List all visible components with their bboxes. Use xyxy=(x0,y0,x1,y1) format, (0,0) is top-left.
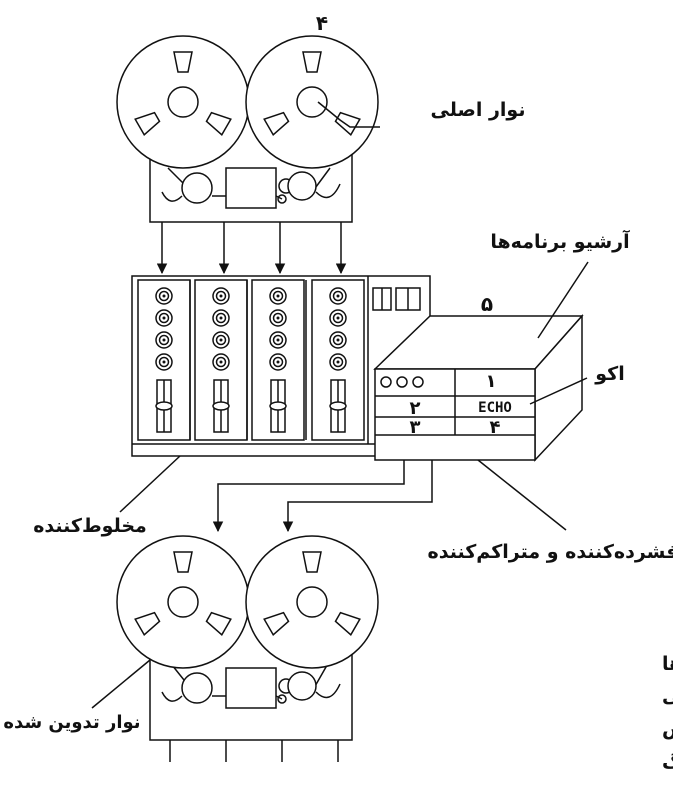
original-tape-deck xyxy=(116,35,379,223)
echo-leader xyxy=(529,377,588,405)
reel-right-icon-bottom xyxy=(245,535,379,669)
reel-left-icon xyxy=(116,35,250,169)
box-to-deck-arrows xyxy=(212,460,433,533)
echo-cell: ECHO xyxy=(478,400,512,416)
unit-cell-2: ۲ xyxy=(410,398,421,419)
top-number: ۴ xyxy=(316,11,328,35)
archive-leader xyxy=(537,261,589,339)
reel-right-icon xyxy=(245,35,379,169)
legend-item-3: ۳ــ فایل سخنرانی در مجالس xyxy=(662,718,673,740)
unit-cell-1: ۱ xyxy=(486,371,497,392)
legend-item-2: ۲ــ آگهی و تبلیغات بازرگانی xyxy=(662,683,673,707)
tape-head-bottom xyxy=(225,667,277,709)
mixer-label: مخلوط‌کننده xyxy=(33,515,147,537)
program-archive-label: آرشیو برنامه‌ها xyxy=(490,229,630,253)
original-tape-leader xyxy=(317,101,380,128)
edited-tape-label: نوار تدوین شده xyxy=(3,712,140,733)
legend-item-4: ۴ــ سرود و آهنگ xyxy=(662,749,673,773)
tape-head xyxy=(225,167,277,209)
compressor-leader xyxy=(477,459,567,531)
legend: ۱ــ قطعات موسیقی فیلم‌ها ۲ــ آگهی و تبلی… xyxy=(662,653,673,773)
compressor-label: فشرده‌کننده و متراکم‌کننده xyxy=(428,541,673,563)
echo-label: اکو xyxy=(594,363,624,385)
deck-to-mixer-arrows xyxy=(156,222,347,275)
unit-cell-4: ۴ xyxy=(490,417,501,438)
legend-item-1: ۱ــ قطعات موسیقی فیلم‌ها xyxy=(662,653,673,675)
box-number: ۵ xyxy=(481,292,493,316)
reel-left-icon-bottom xyxy=(116,535,250,669)
mixer-leader xyxy=(119,455,181,513)
edited-tape-deck xyxy=(116,535,379,762)
unit-cell-3: ۳ xyxy=(410,417,421,438)
compressor-box: ۱ ECHO ۲ ۳ ۴ xyxy=(373,314,584,462)
edited-tape-leader xyxy=(91,659,151,709)
original-tape-label: نوار اصلی xyxy=(431,99,526,121)
